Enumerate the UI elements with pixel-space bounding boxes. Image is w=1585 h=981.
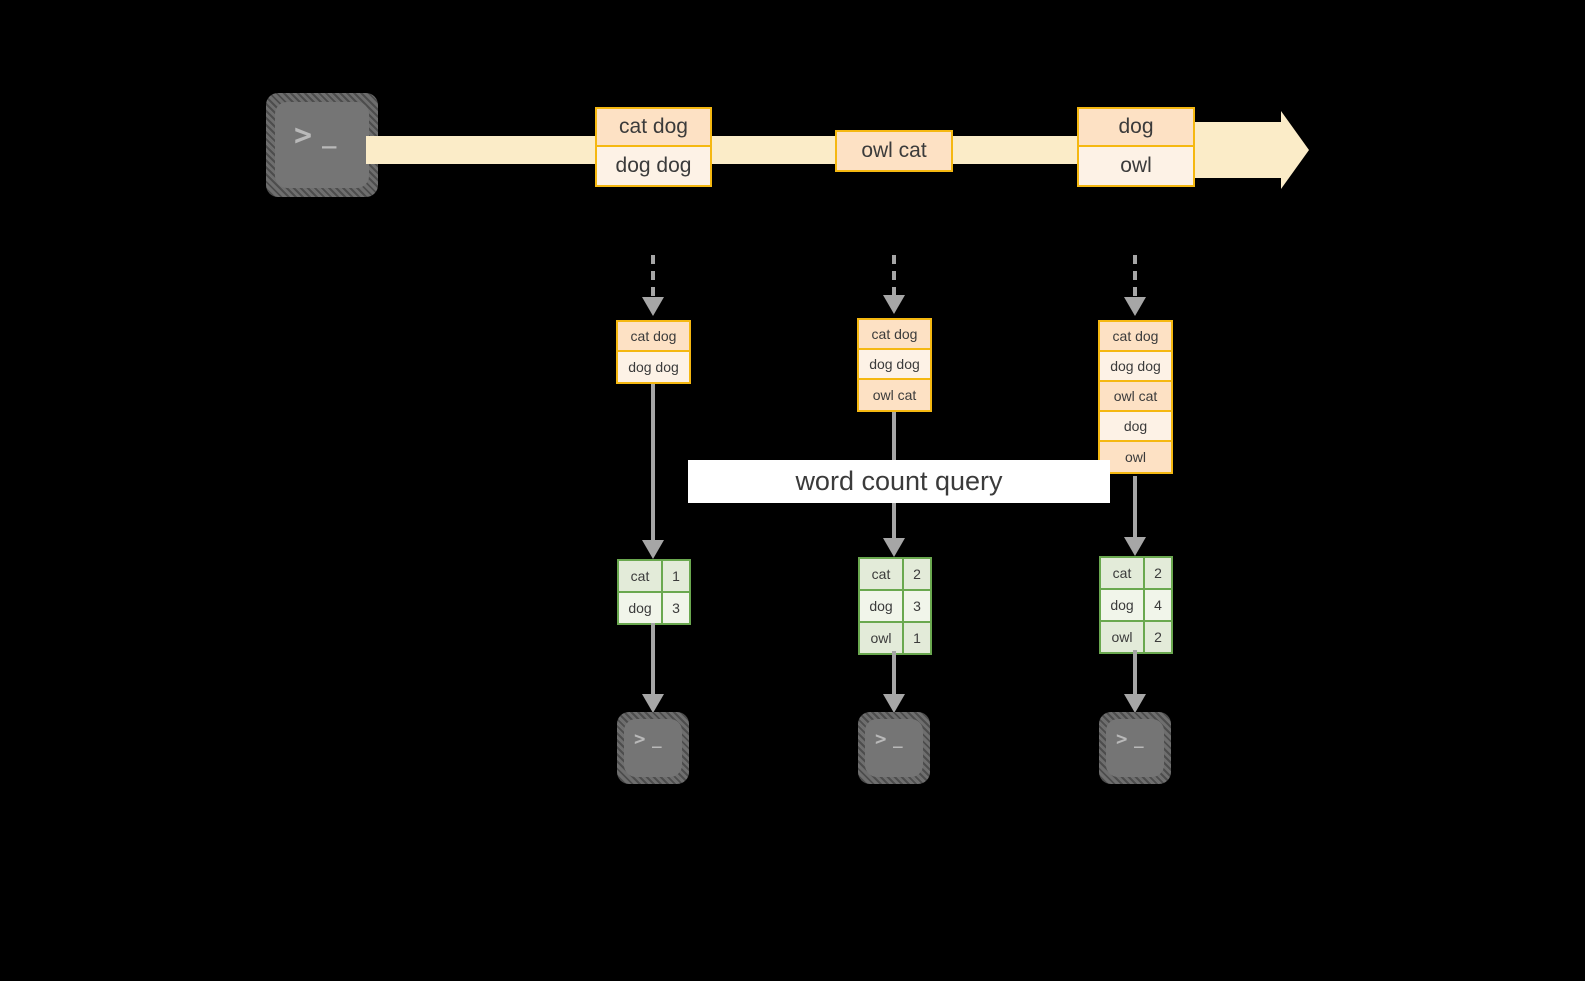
- snapshot-table-column-2: cat dog dog dog owl cat: [857, 318, 932, 412]
- result-row: dog 3: [860, 591, 930, 623]
- snapshot-to-result-arrow-head-2: [883, 538, 905, 557]
- terminal-cursor-glyph: _: [893, 729, 904, 748]
- terminal-cursor-glyph: _: [1134, 729, 1145, 748]
- snapshot-to-result-arrow-shaft-1: [651, 384, 655, 542]
- terminal-cursor-glyph: _: [652, 729, 663, 748]
- result-row: cat 2: [860, 559, 930, 591]
- snapshot-to-result-arrow-head-1: [642, 540, 664, 559]
- result-to-sink-arrow-head-1: [642, 694, 664, 713]
- snapshot-table-column-1: cat dog dog dog: [616, 320, 691, 384]
- snapshot-row: cat dog: [859, 320, 930, 350]
- stream-event: owl: [1079, 147, 1193, 185]
- stream-event: dog dog: [597, 147, 710, 185]
- result-count: 1: [904, 623, 930, 653]
- stream-event-group-1: cat dog dog dog: [595, 107, 712, 187]
- query-label-text: word count query: [795, 466, 1003, 496]
- result-to-sink-arrow-head-3: [1124, 694, 1146, 713]
- result-word: owl: [860, 623, 904, 653]
- result-word: dog: [1101, 590, 1145, 620]
- sink-terminal-icon-column-2: > _: [858, 712, 930, 784]
- query-label-banner: word count query: [688, 460, 1110, 503]
- result-to-sink-arrow-shaft-3: [1133, 650, 1137, 696]
- source-terminal-icon: > _: [266, 93, 378, 197]
- result-row: dog 3: [619, 593, 689, 623]
- snapshot-table-column-3: cat dog dog dog owl cat dog owl: [1098, 320, 1173, 474]
- result-row: dog 4: [1101, 590, 1171, 622]
- stream-event: owl cat: [837, 132, 951, 170]
- terminal-screen: [275, 102, 369, 188]
- result-to-sink-arrow-head-2: [883, 694, 905, 713]
- result-word: cat: [860, 559, 904, 589]
- result-count: 2: [1145, 558, 1171, 588]
- snapshot-row: dog dog: [1100, 352, 1171, 382]
- snapshot-row: dog: [1100, 412, 1171, 442]
- snapshot-to-result-arrow-head-3: [1124, 537, 1146, 556]
- result-row: owl 1: [860, 623, 930, 653]
- stream-event-group-2: owl cat: [835, 130, 953, 172]
- snapshot-row: dog dog: [618, 352, 689, 382]
- snapshot-row: owl: [1100, 442, 1171, 472]
- result-word: dog: [619, 593, 663, 623]
- result-count: 3: [663, 593, 689, 623]
- stream-to-snapshot-arrow-head-3: [1124, 297, 1146, 316]
- result-count: 3: [904, 591, 930, 621]
- snapshot-to-result-arrow-shaft-3: [1133, 476, 1137, 540]
- snapshot-row: cat dog: [1100, 322, 1171, 352]
- terminal-prompt-glyph: >: [634, 728, 647, 750]
- result-to-sink-arrow-shaft-2: [892, 651, 896, 696]
- terminal-prompt-glyph: >: [875, 728, 888, 750]
- snapshot-row: owl cat: [859, 380, 930, 410]
- terminal-screen: [1106, 719, 1164, 777]
- sink-terminal-icon-column-3: > _: [1099, 712, 1171, 784]
- result-count: 1: [663, 561, 689, 591]
- event-stream-band-head-shaft: [1195, 122, 1281, 178]
- stream-to-snapshot-arrow-shaft-2: [892, 255, 896, 298]
- result-table-column-1: cat 1 dog 3: [617, 559, 691, 625]
- snapshot-row: dog dog: [859, 350, 930, 380]
- terminal-prompt-glyph: >: [294, 118, 314, 153]
- result-count: 2: [1145, 622, 1171, 652]
- terminal-screen: [865, 719, 923, 777]
- result-word: cat: [619, 561, 663, 591]
- result-count: 2: [904, 559, 930, 589]
- result-word: dog: [860, 591, 904, 621]
- sink-terminal-icon-column-1: > _: [617, 712, 689, 784]
- result-row: cat 2: [1101, 558, 1171, 590]
- stream-event: dog: [1079, 109, 1193, 147]
- result-table-column-2: cat 2 dog 3 owl 1: [858, 557, 932, 655]
- result-word: cat: [1101, 558, 1145, 588]
- stream-to-snapshot-arrow-head-1: [642, 297, 664, 316]
- stream-to-snapshot-arrow-head-2: [883, 295, 905, 314]
- terminal-cursor-glyph: _: [322, 121, 338, 149]
- result-count: 4: [1145, 590, 1171, 620]
- stream-event-group-3: dog owl: [1077, 107, 1195, 187]
- event-stream-arrowhead: [1281, 111, 1309, 189]
- result-table-column-3: cat 2 dog 4 owl 2: [1099, 556, 1173, 654]
- result-to-sink-arrow-shaft-1: [651, 623, 655, 696]
- result-row: cat 1: [619, 561, 689, 593]
- stream-to-snapshot-arrow-shaft-1: [651, 255, 655, 300]
- snapshot-row: cat dog: [618, 322, 689, 352]
- terminal-prompt-glyph: >: [1116, 728, 1129, 750]
- stream-event: cat dog: [597, 109, 710, 147]
- terminal-screen: [624, 719, 682, 777]
- snapshot-row: owl cat: [1100, 382, 1171, 412]
- stream-to-snapshot-arrow-shaft-3: [1133, 255, 1137, 300]
- result-word: owl: [1101, 622, 1145, 652]
- result-row: owl 2: [1101, 622, 1171, 652]
